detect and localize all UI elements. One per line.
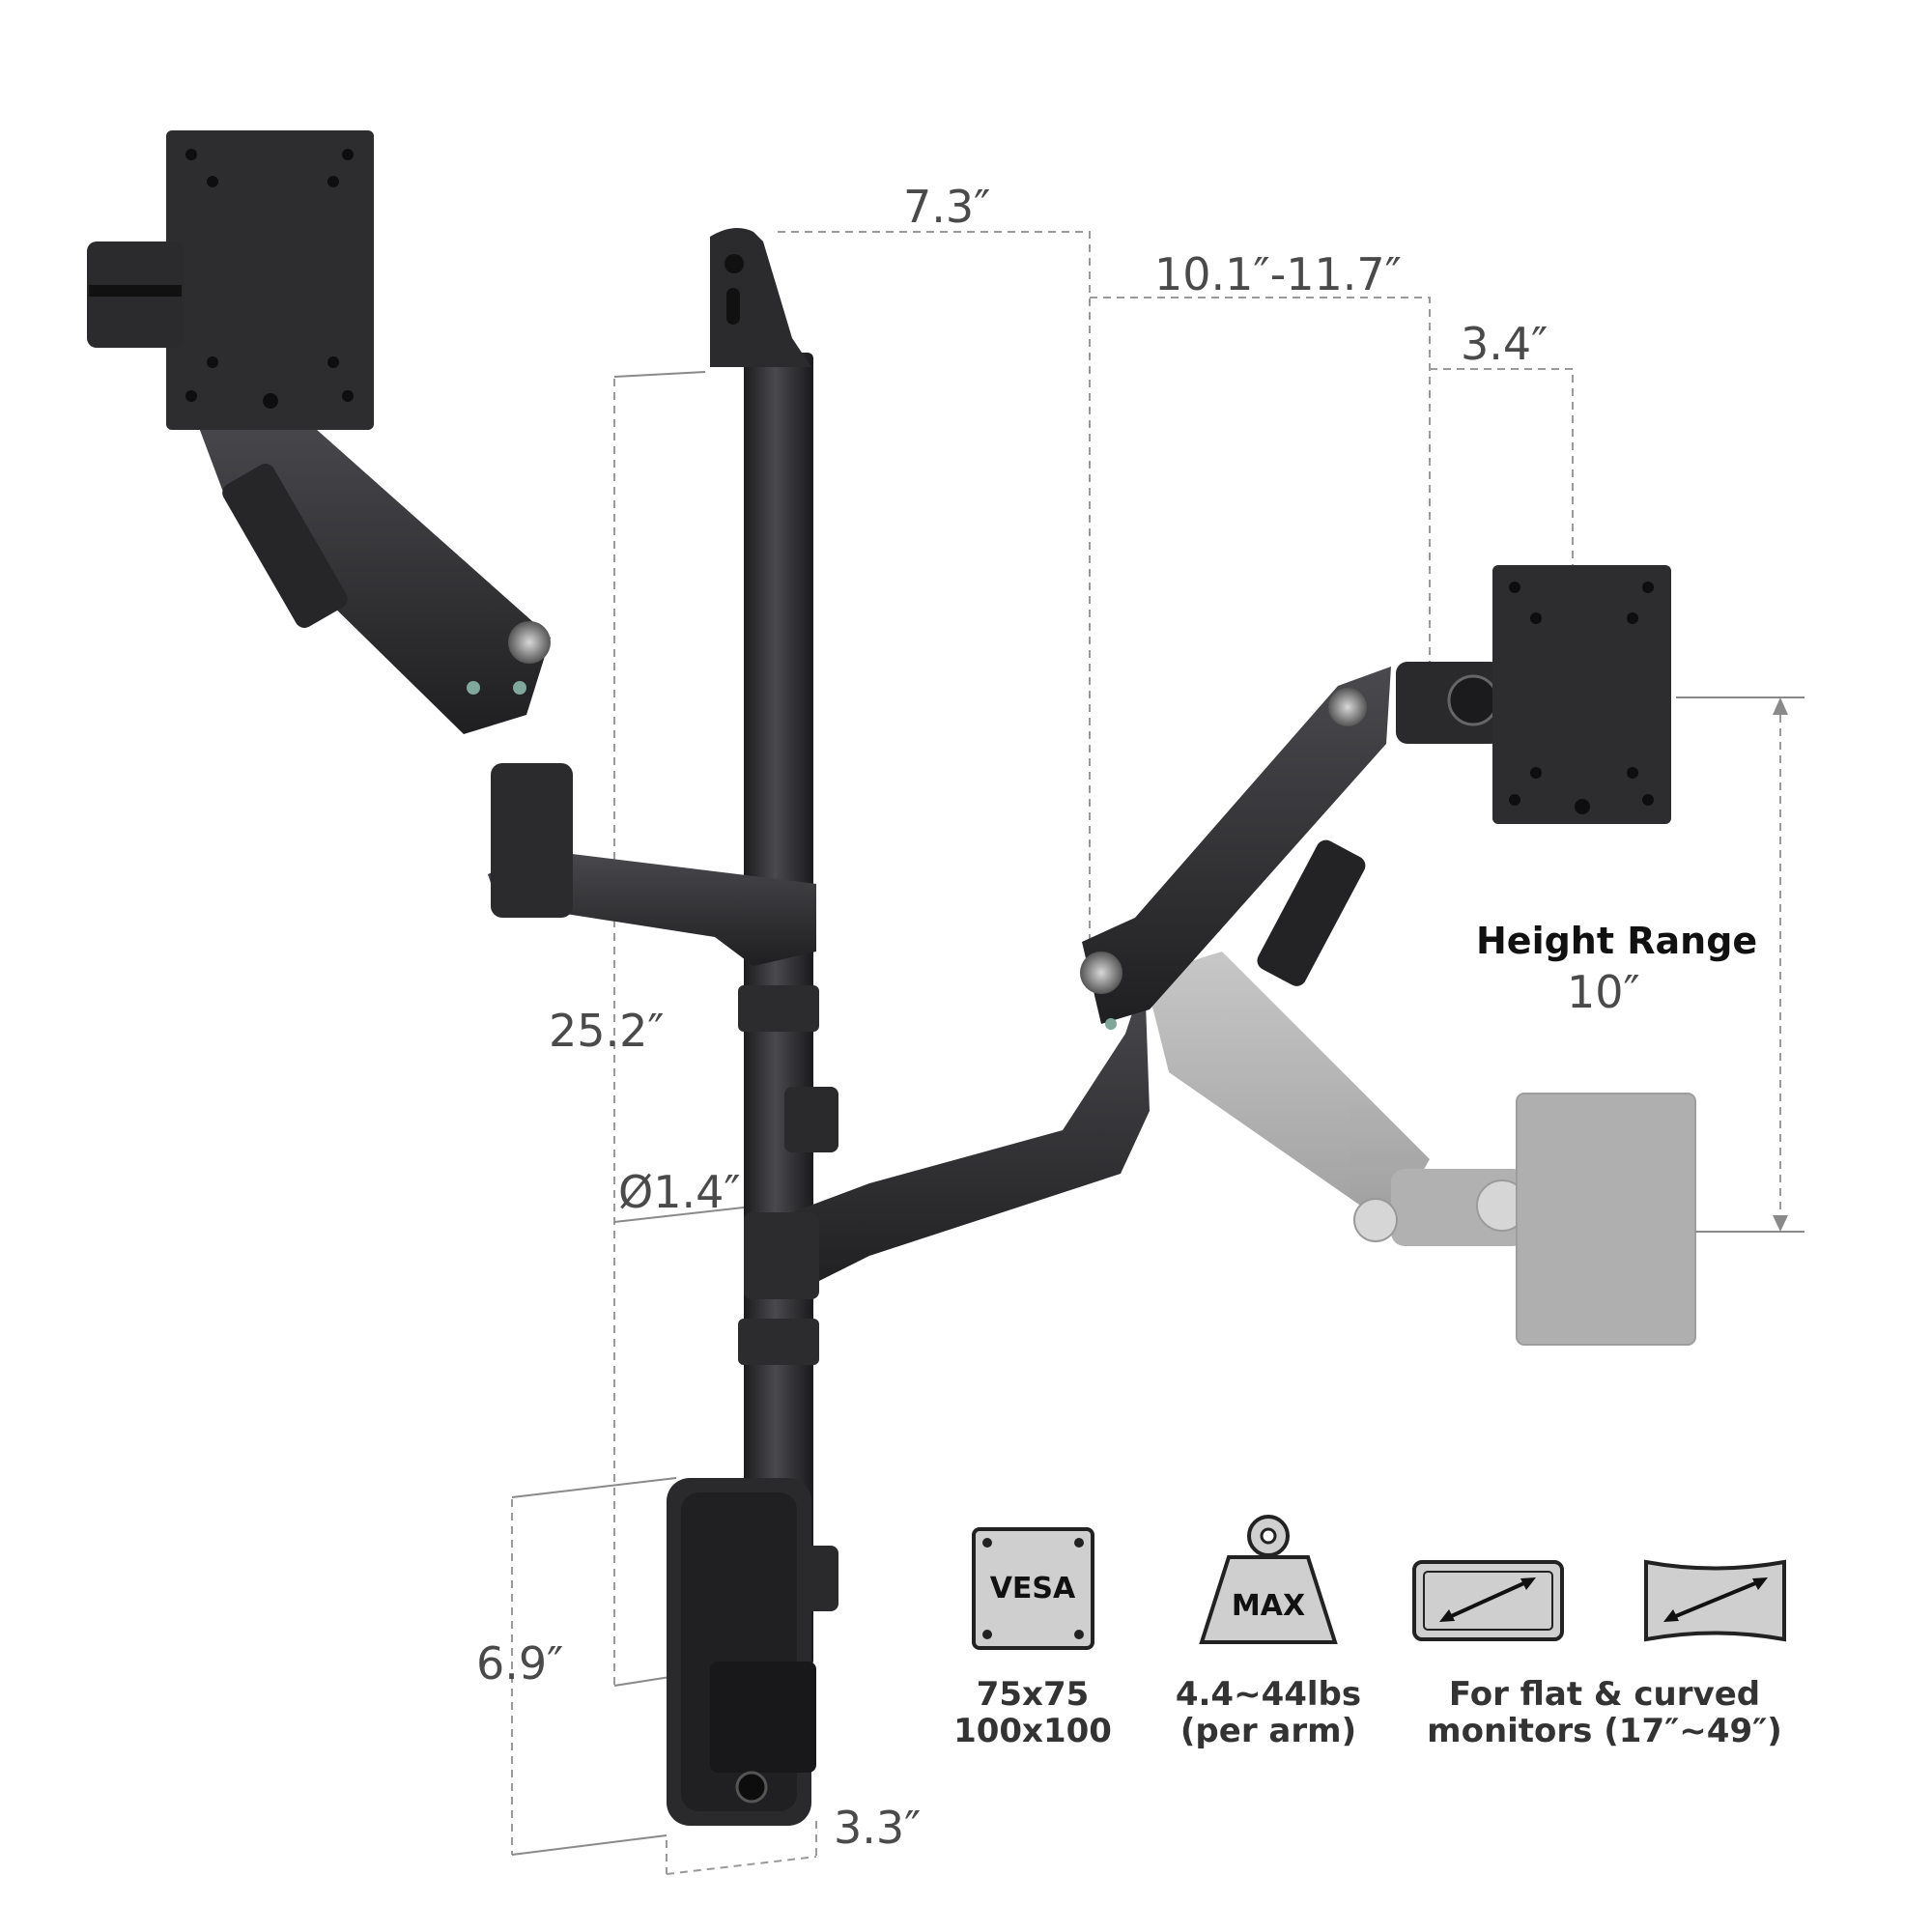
vesa-icon: [972, 1527, 1094, 1650]
monitors-line-1: For flat & curved: [1449, 1675, 1760, 1714]
dim-plate-width: 3.3″: [834, 1802, 921, 1854]
vesa-line-1: 75x75: [977, 1675, 1090, 1714]
height-range-title: Height Range: [1476, 920, 1757, 962]
ghost-arm-lowered: [1145, 952, 1696, 1346]
spec-monitors: For flat & curved monitors (17″~49″): [1412, 1559, 1786, 1750]
load-line-1: 4.4~44lbs: [1176, 1675, 1361, 1714]
dimension-labels: 7.3″ 10.1″-11.7″ 3.4″ 25.2″ Ø1.4″ 6.9″ 3…: [476, 181, 1548, 1854]
spec-vesa: VESA 75x75 100x100: [953, 1527, 1112, 1750]
monitors-line-2: monitors (17″~49″): [1427, 1712, 1782, 1750]
curved-monitor-icon: [1644, 1559, 1786, 1642]
vesa-line-2: 100x100: [953, 1712, 1112, 1750]
height-range-value: 10″: [1567, 966, 1640, 1018]
dim-pole-height: 25.2″: [549, 1005, 665, 1057]
flat-monitor-icon: [1412, 1560, 1564, 1641]
support-pole: [710, 228, 838, 1666]
height-range-callout: Height Range 10″: [1476, 920, 1757, 1018]
dim-top-post-offset: 7.3″: [903, 181, 990, 233]
max-badge-label: MAX: [1232, 1589, 1305, 1623]
weight-icon: [1199, 1515, 1338, 1644]
spec-load: MAX 4.4~44lbs (per arm): [1176, 1515, 1361, 1750]
wall-plate: [667, 1478, 816, 1826]
dim-vesa-offset: 3.4″: [1461, 318, 1548, 370]
dim-pole-diameter: Ø1.4″: [618, 1166, 741, 1218]
dimension-lines: [511, 231, 1804, 1875]
load-line-2: (per arm): [1180, 1712, 1356, 1750]
dim-plate-height: 6.9″: [476, 1637, 563, 1690]
vesa-badge-label: VESA: [990, 1572, 1076, 1605]
dim-arm-reach: 10.1″-11.7″: [1154, 248, 1402, 300]
upper-arm-left: [87, 130, 816, 966]
lower-arm-right: [744, 565, 1671, 1299]
